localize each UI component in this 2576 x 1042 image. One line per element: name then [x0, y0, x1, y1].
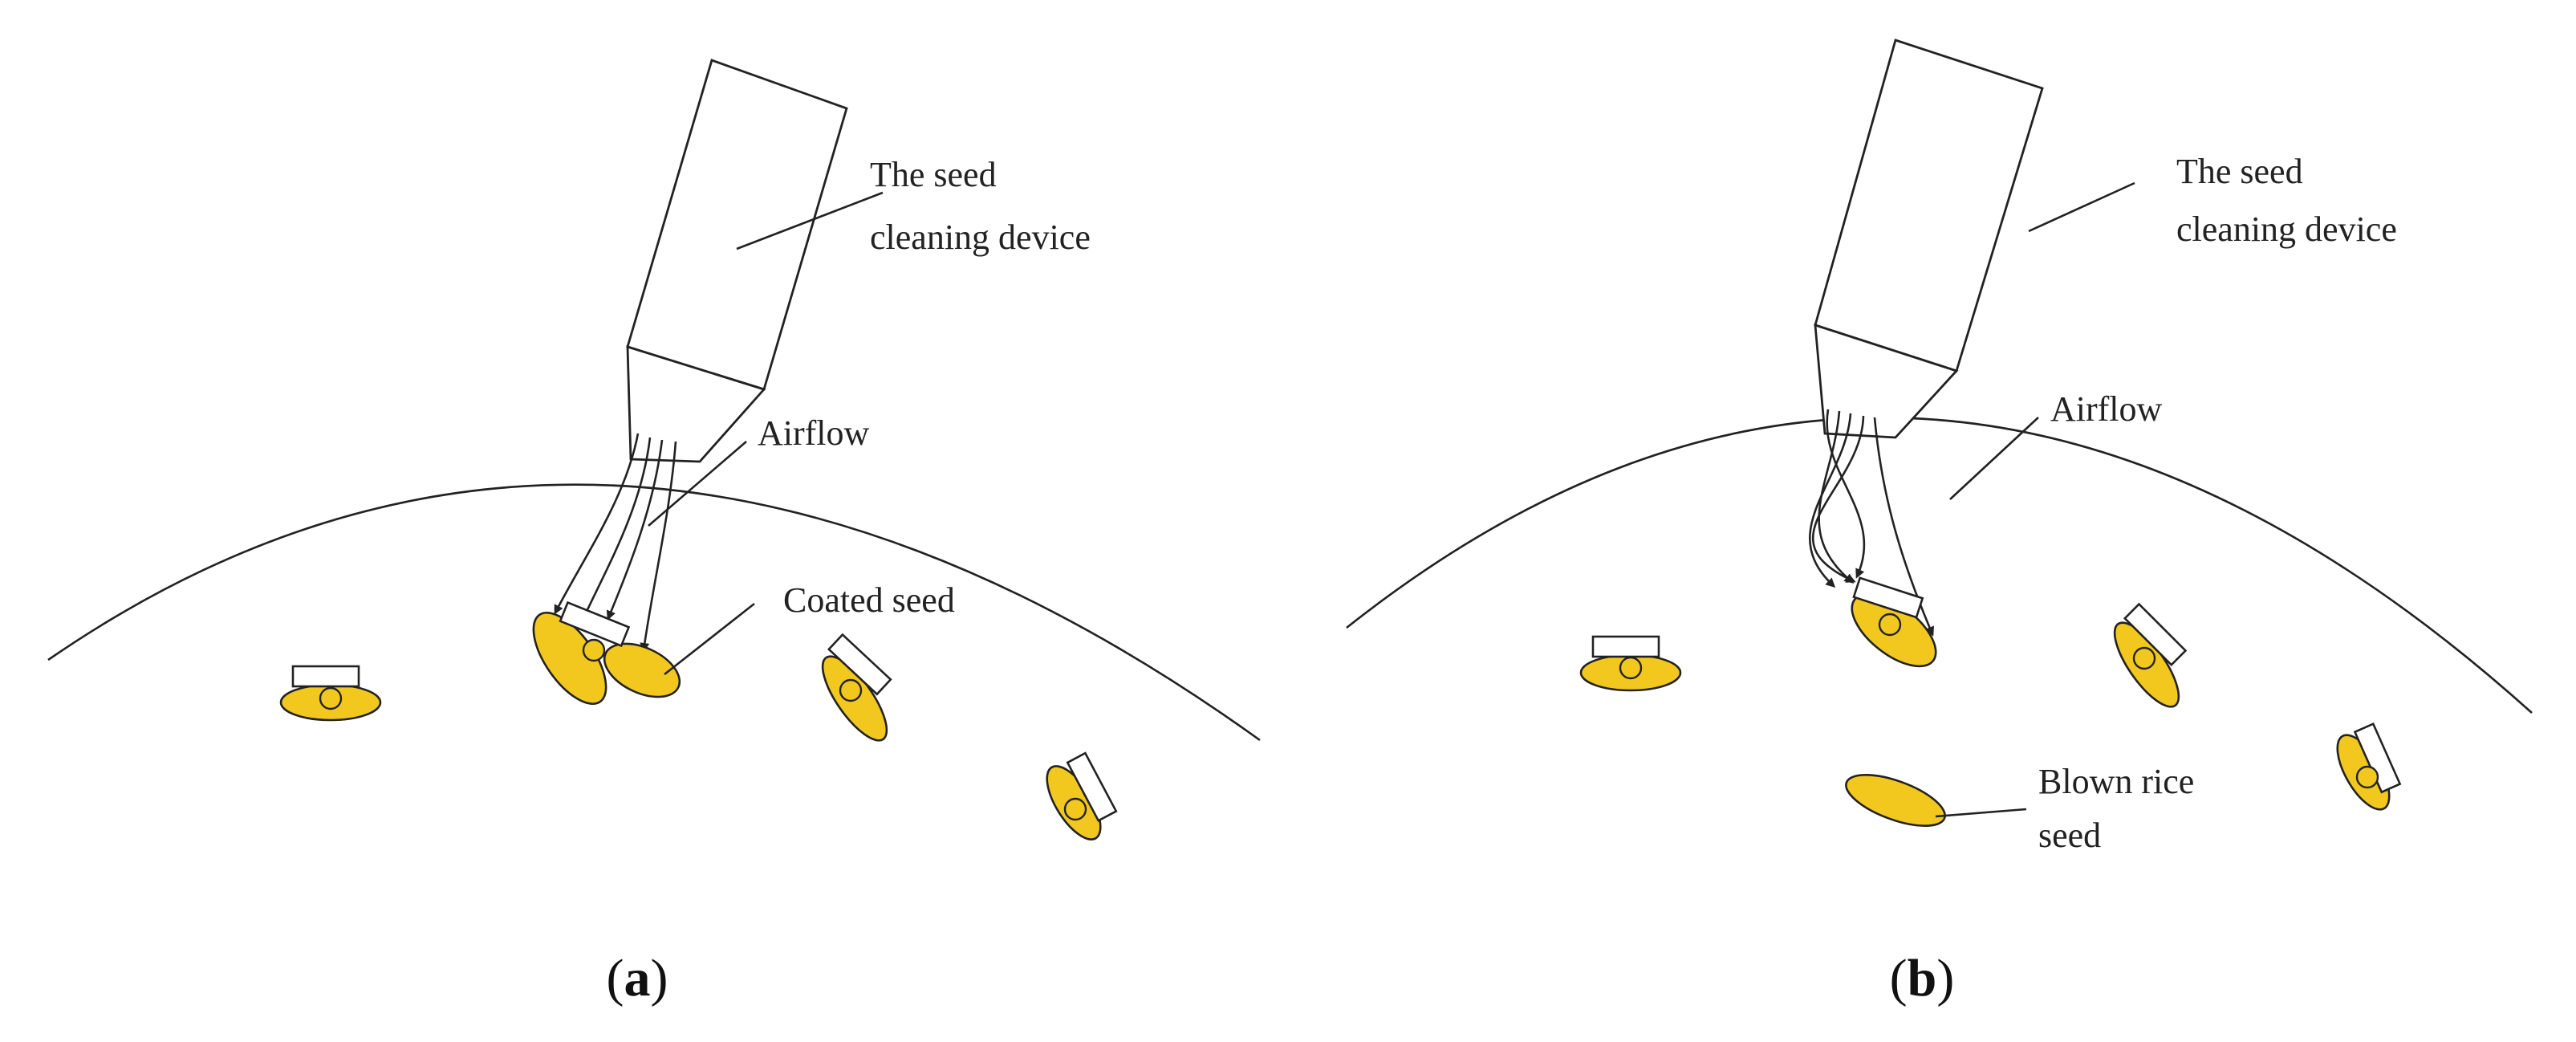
rice-seed: [1845, 774, 1946, 827]
seed-core: [1063, 797, 1087, 821]
seed-under-nozzle-a: [532, 600, 681, 706]
device-nozzle-b: [1814, 324, 1959, 439]
panel-letter-a: a: [624, 949, 651, 1007]
panel-b: The seed cleaning device Airflow Blown r…: [1346, 39, 2533, 1007]
blown-seed-label-b-line1: Blown rice: [2038, 762, 2194, 801]
device-label-b-line1: The seed: [2176, 152, 2303, 191]
airflow-arrow: [554, 433, 640, 615]
seed-coating: [1852, 576, 1924, 619]
seed-core: [2132, 646, 2156, 670]
seed-coating: [2123, 602, 2188, 667]
seed-coating: [1591, 635, 1660, 658]
seed-coating: [559, 600, 631, 648]
seed-right-b: [2336, 722, 2402, 811]
panel-a: The seed cleaning device Airflow Coated …: [47, 59, 1261, 1007]
seed-coating: [2353, 722, 2402, 794]
seed-coating: [827, 633, 892, 696]
seed-middle-a: [821, 633, 892, 742]
seed-coating: [1066, 751, 1118, 823]
airflow-leader-line-b: [1949, 417, 2039, 500]
blown-rice-seed-b: [1845, 774, 1946, 827]
device-leader-line-a: [736, 191, 884, 250]
seed-core: [839, 678, 863, 702]
device-body-b: [1814, 39, 2044, 372]
seed-middle-b: [2113, 602, 2188, 708]
device-label-a-line2: cleaning device: [870, 218, 1091, 257]
airflow-arrow: [1826, 409, 1866, 579]
device-body-a: [626, 59, 848, 391]
airflow-arrow: [1811, 415, 1865, 583]
device-leader-line-b: [2028, 181, 2135, 233]
device-label-a-line1: The seed: [870, 155, 997, 194]
panel-letter-b: b: [1908, 949, 1937, 1007]
field-surface-curve-b: [1346, 417, 2533, 714]
seed-left-a: [279, 665, 382, 722]
field-surface-curve-a: [47, 483, 1261, 742]
airflow-streams-a: [554, 433, 677, 653]
airflow-leader-line-a: [648, 441, 747, 527]
airflow-label-a: Airflow: [758, 413, 870, 453]
airflow-arrow: [1809, 413, 1852, 588]
rice-seed: [603, 642, 681, 698]
seed-core: [1878, 613, 1902, 637]
seed-under-nozzle-b: [1851, 576, 1937, 668]
seed-right-a: [1046, 751, 1118, 841]
coated-seed-leader-line-a: [664, 602, 755, 676]
seed-core: [2355, 765, 2379, 789]
airflow-streams-b: [1809, 409, 1935, 637]
seed-core: [582, 638, 606, 662]
coated-seed-label-a: Coated seed: [783, 580, 955, 620]
seed-core: [319, 686, 343, 710]
seed-cleaning-device-b: [1814, 39, 2044, 439]
panel-label-b: (b): [1890, 949, 1955, 1007]
seed-core: [1619, 656, 1643, 680]
panel-label-a: (a): [607, 949, 668, 1007]
airflow-arrow: [640, 441, 677, 653]
device-label-b-line2: cleaning device: [2176, 210, 2397, 249]
airflow-arrow: [583, 437, 652, 619]
airflow-arrow: [1873, 417, 1935, 637]
blown-seed-leader-line-b: [1935, 808, 2027, 818]
airflow-arrow: [1818, 410, 1855, 584]
seed-coating: [291, 665, 360, 688]
airflow-label-b: Airflow: [2050, 389, 2163, 429]
airflow-arrow: [606, 439, 664, 621]
blown-seed-label-b-line2: seed: [2038, 816, 2101, 855]
device-nozzle-a: [626, 345, 766, 463]
seed-left-b: [1579, 635, 1682, 692]
seed-cleaning-device-a: [626, 59, 848, 463]
